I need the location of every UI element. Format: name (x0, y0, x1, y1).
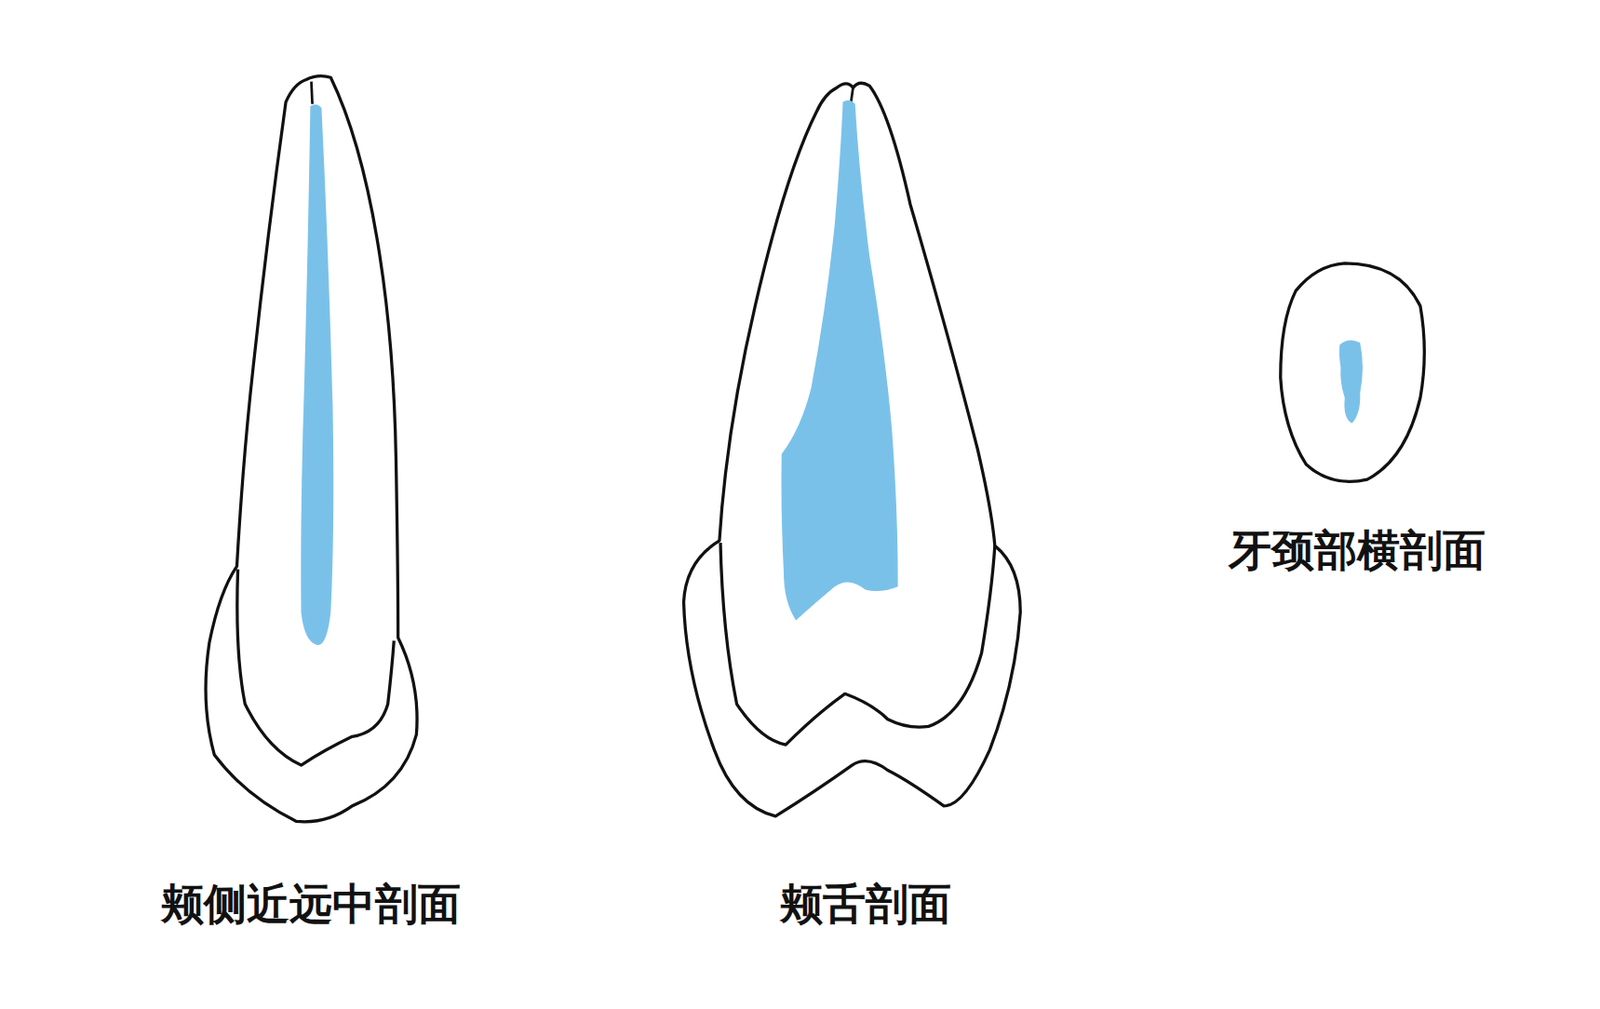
section-label: 牙颈部横剖面 (1228, 524, 1486, 577)
root-tip-line (850, 87, 853, 102)
section-label: 颊舌剖面 (779, 878, 952, 930)
cross-section-outline (1280, 263, 1426, 483)
section-label: 颊侧近远中剖面 (161, 878, 461, 930)
root-tip-line (310, 81, 312, 105)
pulp (300, 104, 334, 646)
tooth-outline (684, 82, 1022, 817)
pulp (1339, 339, 1363, 423)
pulp (780, 100, 898, 621)
tooth-outline (205, 76, 417, 822)
